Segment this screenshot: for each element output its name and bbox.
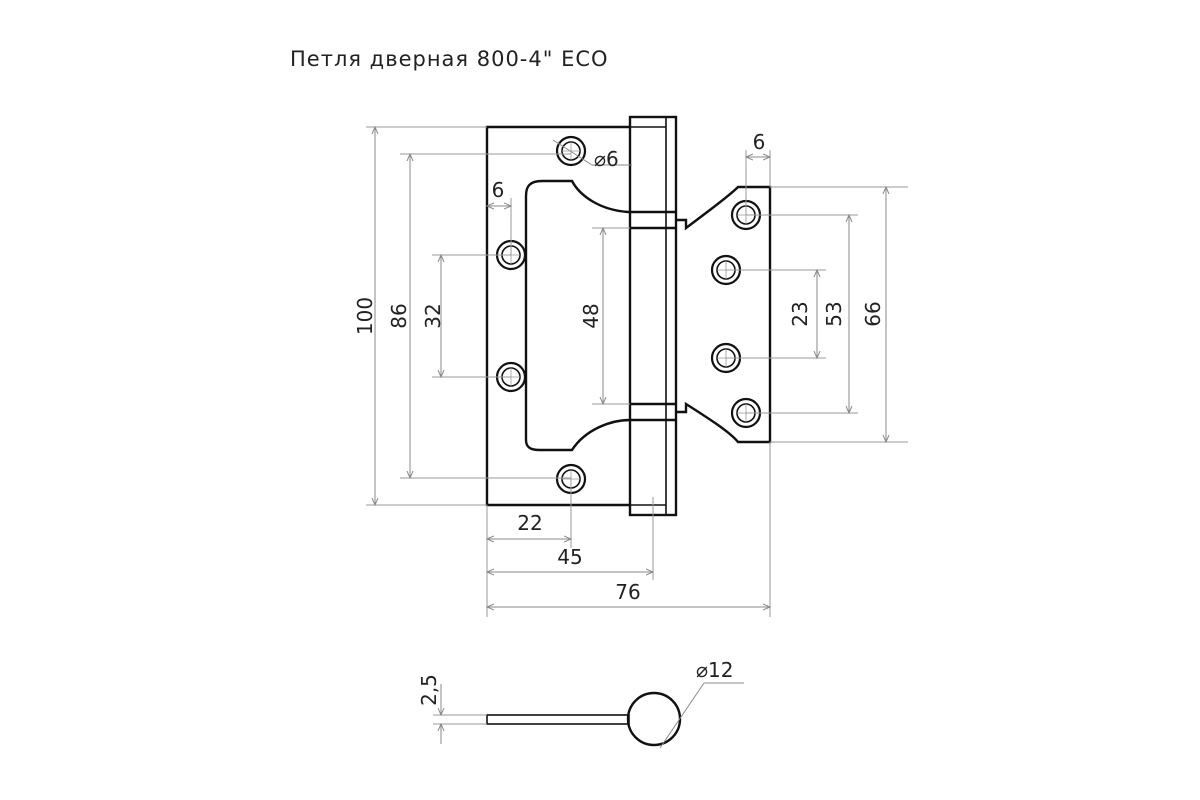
dim-left-holes: 32 xyxy=(421,255,511,377)
dim-label: 22 xyxy=(517,511,542,535)
dim-right-plate: 66 xyxy=(770,187,908,442)
dim-knuckle-diameter: ⌀12 xyxy=(696,658,734,682)
dim-thickness: 2,5 xyxy=(417,674,441,706)
drawing-title: Петля дверная 800-4" ECO xyxy=(290,47,609,71)
dim-label: 45 xyxy=(557,545,582,569)
dim-width-76: 76 xyxy=(487,442,770,617)
left-plate xyxy=(485,125,631,507)
dim-left-offset: 6 xyxy=(487,178,511,255)
dim-label: 100 xyxy=(353,297,377,335)
dim-label: 76 xyxy=(615,580,640,604)
side-view: 2,5 ⌀12 xyxy=(417,658,744,749)
dim-right-offset: 6 xyxy=(746,130,770,215)
dim-label: 32 xyxy=(421,303,445,328)
dim-width-22: 22 xyxy=(487,479,571,617)
hinge-knuckle xyxy=(628,115,678,517)
dim-label: 53 xyxy=(822,301,846,326)
dim-hole-diameter: ⌀6 xyxy=(552,139,632,171)
dim-right-mid: 53 xyxy=(746,215,858,413)
dim-label: ⌀6 xyxy=(594,147,619,171)
dim-right-inner: 23 xyxy=(726,270,826,358)
dim-overall-height: 100 xyxy=(353,127,487,505)
dim-label: 66 xyxy=(861,301,885,326)
dim-label: 6 xyxy=(753,130,766,154)
dim-label: 6 xyxy=(492,178,505,202)
mounting-holes xyxy=(495,135,762,495)
dim-label: 48 xyxy=(579,303,603,328)
dim-outer-holes: 86 xyxy=(387,154,571,478)
dim-label: 86 xyxy=(387,303,411,328)
dim-label: 23 xyxy=(788,301,812,326)
dim-width-45: 45 xyxy=(487,497,653,580)
dim-cutout: 48 xyxy=(579,228,630,404)
right-plate xyxy=(676,185,772,444)
